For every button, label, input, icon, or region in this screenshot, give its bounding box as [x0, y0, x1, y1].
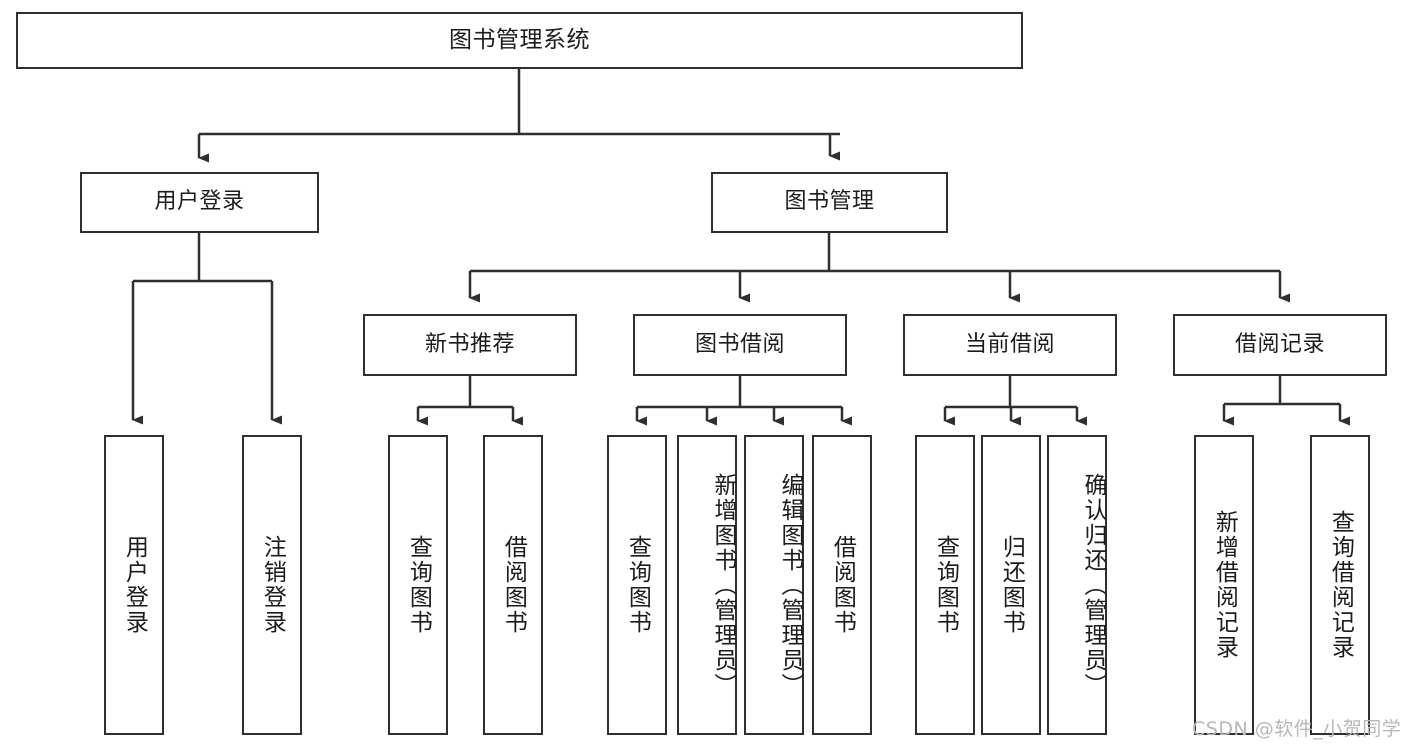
node-leaf-user-login[interactable]: 用户登录: [104, 435, 164, 735]
node-leaf-query-book-1[interactable]: 查询图书: [388, 435, 448, 735]
leaf-label: 查询图书: [932, 535, 959, 635]
leaf-label: 查询借阅记录: [1327, 510, 1354, 660]
node-leaf-logout[interactable]: 注销登录: [242, 435, 302, 735]
leaf-label: 归还图书: [998, 535, 1025, 635]
node-book-manage[interactable]: 图书管理: [711, 172, 948, 233]
node-leaf-add-record[interactable]: 新增借阅记录: [1194, 435, 1254, 735]
node-user-login[interactable]: 用户登录: [80, 172, 319, 233]
node-leaf-borrow-book-2[interactable]: 借阅图书: [812, 435, 872, 735]
node-leaf-query-book-2[interactable]: 查询图书: [607, 435, 667, 735]
node-root[interactable]: 图书管理系统: [16, 12, 1023, 69]
node-leaf-return-book[interactable]: 归还图书: [981, 435, 1041, 735]
node-leaf-query-book-3[interactable]: 查询图书: [915, 435, 975, 735]
leaf-label: 查询图书: [405, 535, 432, 635]
leaf-label: 注销登录: [259, 535, 286, 635]
node-leaf-edit-book[interactable]: 编辑图书（管理员）: [744, 435, 804, 735]
csdn-watermark: CSDN @软件_小贺同学: [1192, 718, 1402, 740]
leaf-label: 借阅图书: [829, 535, 856, 635]
leaf-label: 查询图书: [624, 535, 651, 635]
leaf-label: 确认归还（管理员）: [1080, 472, 1106, 698]
node-current-borrow[interactable]: 当前借阅: [903, 314, 1117, 376]
leaf-label: 新增图书（管理员）: [710, 472, 736, 698]
node-leaf-add-book[interactable]: 新增图书（管理员）: [677, 435, 737, 735]
node-new-book-recommend[interactable]: 新书推荐: [363, 314, 577, 376]
node-borrow-record[interactable]: 借阅记录: [1173, 314, 1387, 376]
leaf-label: 新增借阅记录: [1211, 510, 1238, 660]
node-book-borrow[interactable]: 图书借阅: [633, 314, 847, 376]
node-leaf-query-record[interactable]: 查询借阅记录: [1310, 435, 1370, 735]
node-leaf-borrow-book-1[interactable]: 借阅图书: [483, 435, 543, 735]
leaf-label: 编辑图书（管理员）: [777, 472, 803, 698]
node-leaf-confirm-return[interactable]: 确认归还（管理员）: [1047, 435, 1107, 735]
leaf-label: 用户登录: [121, 535, 148, 635]
leaf-label: 借阅图书: [500, 535, 527, 635]
